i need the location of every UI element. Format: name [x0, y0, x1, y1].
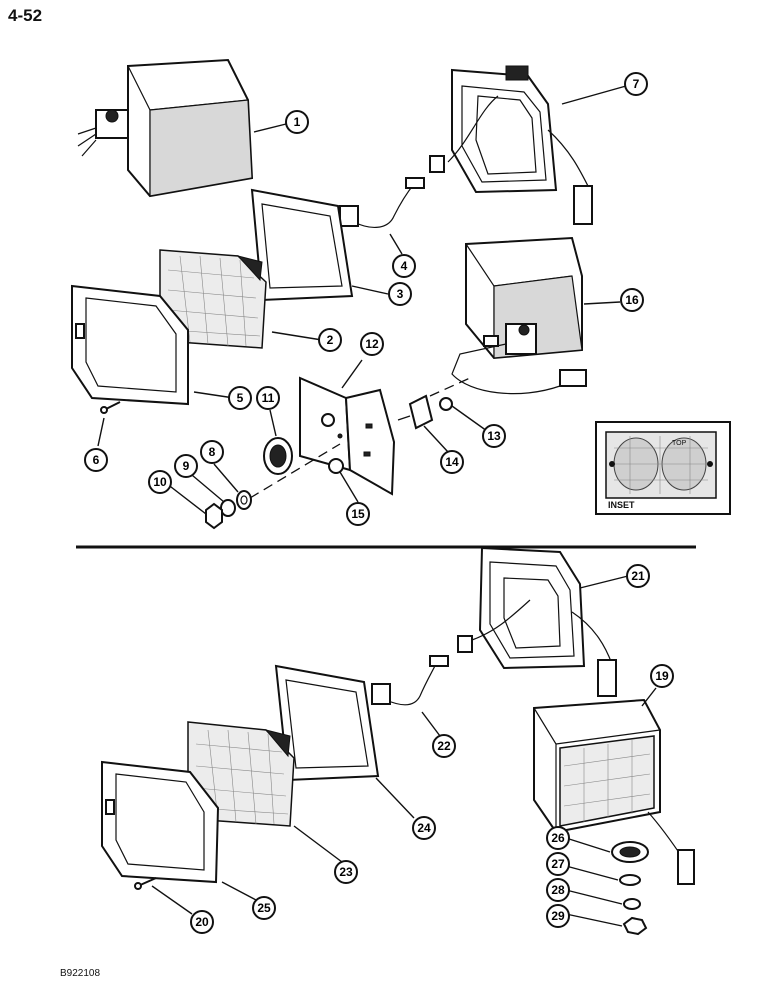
assembly-line-b	[429, 377, 471, 397]
svg-text:13: 13	[487, 429, 501, 443]
callout-4: 4	[392, 254, 416, 278]
callout-8: 8	[200, 440, 224, 464]
svg-text:16: 16	[625, 293, 639, 307]
callout-3: 3	[388, 282, 412, 306]
inset-top-mark: TOP	[672, 440, 687, 447]
svg-text:28: 28	[551, 883, 565, 897]
bulb-harness-4	[339, 177, 425, 228]
mounting-bracket-12	[299, 376, 396, 496]
svg-text:8: 8	[209, 445, 216, 459]
callout-23: 23	[334, 860, 358, 884]
svg-text:22: 22	[437, 739, 451, 753]
grommet-26	[611, 841, 649, 863]
nut-15	[328, 458, 344, 474]
screw-20	[134, 877, 157, 890]
callout-9: 9	[174, 454, 198, 478]
page-number: 4-52	[8, 6, 43, 25]
svg-text:21: 21	[631, 569, 645, 583]
svg-text:19: 19	[655, 669, 669, 683]
svg-text:3: 3	[397, 287, 404, 301]
svg-text:24: 24	[417, 821, 431, 835]
svg-text:14: 14	[445, 455, 459, 469]
washer-27	[619, 874, 641, 886]
callout-2: 2	[318, 328, 342, 352]
bulb-harness-22	[371, 655, 449, 706]
callout-5: 5	[228, 386, 252, 410]
callout-12: 12	[360, 332, 384, 356]
lockwasher-9	[220, 499, 236, 517]
svg-text:4: 4	[401, 259, 408, 273]
svg-text:25: 25	[257, 901, 271, 915]
svg-text:10: 10	[153, 475, 167, 489]
callout-28: 28	[546, 878, 570, 902]
callout-15: 15	[346, 502, 370, 526]
drawing-code: B922108	[60, 968, 101, 979]
bolt-13	[439, 397, 453, 411]
grommet-11	[263, 437, 293, 475]
callouts: 1 2 3 4 5 6 7 8 9 10 11 12 13 14 15 16 1…	[84, 72, 674, 934]
svg-text:20: 20	[195, 915, 209, 929]
callout-13: 13	[482, 424, 506, 448]
callout-20: 20	[190, 910, 214, 934]
svg-text:7: 7	[633, 77, 640, 91]
svg-text:1: 1	[294, 115, 301, 129]
svg-text:26: 26	[551, 831, 565, 845]
svg-text:5: 5	[237, 391, 244, 405]
complete-lamp-19	[533, 698, 695, 885]
callout-22: 22	[432, 734, 456, 758]
lockwasher-28	[623, 898, 641, 910]
callout-27: 27	[546, 852, 570, 876]
svg-text:9: 9	[183, 459, 190, 473]
callout-19: 19	[650, 664, 674, 688]
svg-text:23: 23	[339, 865, 353, 879]
nut-10	[205, 502, 223, 530]
svg-text:15: 15	[351, 507, 365, 521]
svg-text:12: 12	[365, 337, 379, 351]
nut-29	[622, 916, 648, 936]
callout-24: 24	[412, 816, 436, 840]
callout-7: 7	[624, 72, 648, 96]
svg-text:6: 6	[93, 453, 100, 467]
assembly-line-a	[249, 443, 341, 499]
screw-6	[100, 401, 121, 414]
svg-text:27: 27	[551, 857, 565, 871]
callout-11: 11	[256, 386, 280, 410]
sealed-beam-2	[159, 249, 267, 349]
washer-8	[236, 490, 252, 510]
callout-14: 14	[440, 450, 464, 474]
callout-21: 21	[626, 564, 650, 588]
inset-caption: INSET	[608, 500, 635, 510]
callout-25: 25	[252, 896, 276, 920]
svg-text:2: 2	[327, 333, 334, 347]
callout-26: 26	[546, 826, 570, 850]
gasket-3	[250, 188, 354, 302]
lamp-housing-21	[457, 546, 617, 697]
spacer-14	[397, 394, 434, 430]
inset-panel	[595, 421, 731, 515]
complete-lamp-16	[451, 236, 587, 395]
svg-text:29: 29	[551, 909, 565, 923]
bezel-5	[71, 284, 189, 406]
callout-1: 1	[285, 110, 309, 134]
lamp-housing-7	[429, 65, 593, 225]
callout-29: 29	[546, 904, 570, 928]
svg-text:11: 11	[262, 391, 275, 405]
callout-10: 10	[148, 470, 172, 494]
callout-16: 16	[620, 288, 644, 312]
callout-6: 6	[84, 448, 108, 472]
bezel-25	[101, 760, 220, 884]
work-lamp-housing-1	[77, 58, 254, 198]
